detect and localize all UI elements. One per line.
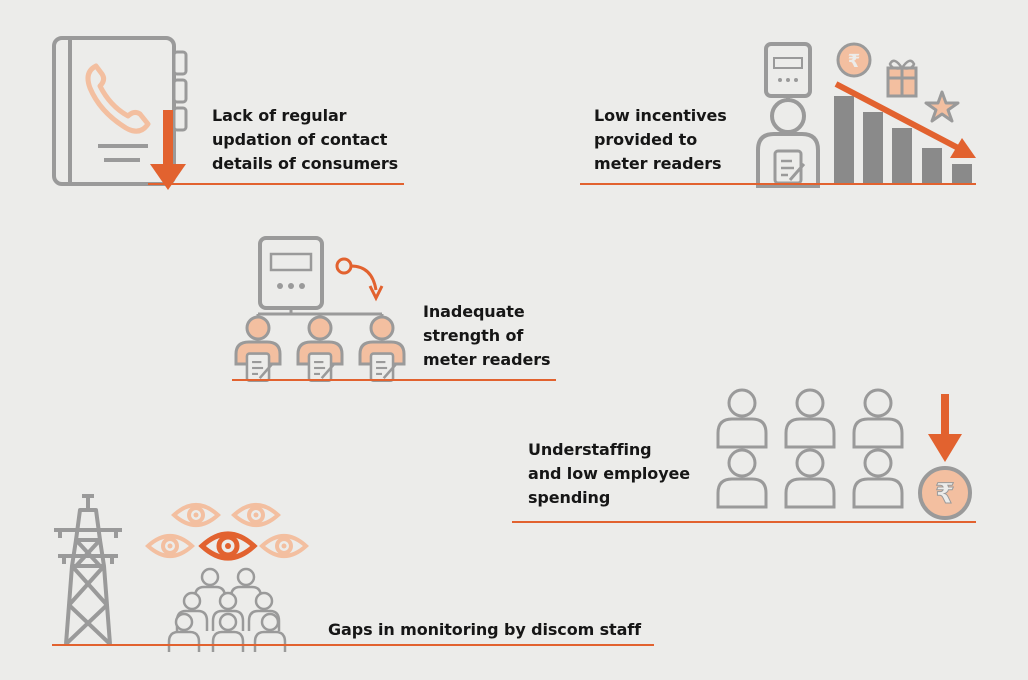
label-line: Understaffing: [528, 440, 652, 459]
tower-monitoring-icon: [54, 494, 308, 654]
factor-label-understaffing: Understaffing and low employee spending: [528, 438, 690, 510]
meter-readers-group-icon: [234, 236, 406, 383]
declining-incentives-icon: ₹: [756, 42, 976, 188]
label-line: meter readers: [594, 154, 722, 173]
label-line: Low incentives: [594, 106, 727, 125]
label-line: Gaps in monitoring by discom staff: [328, 620, 642, 639]
label-line: provided to: [594, 130, 698, 149]
label-line: meter readers: [423, 350, 551, 369]
factor-label-strength: Inadequate strength of meter readers: [423, 300, 551, 372]
factor-label-monitoring: Gaps in monitoring by discom staff: [328, 618, 641, 642]
factor-label-incentives: Low incentives provided to meter readers: [594, 104, 727, 176]
label-line: details of consumers: [212, 154, 399, 173]
label-line: Lack of regular: [212, 106, 347, 125]
label-line: updation of contact: [212, 130, 388, 149]
label-line: strength of: [423, 326, 524, 345]
factor-label-contact: Lack of regular updation of contact deta…: [212, 104, 398, 176]
label-line: Inadequate: [423, 302, 525, 321]
contact-book-icon: [52, 36, 188, 190]
label-line: spending: [528, 488, 611, 507]
label-line: and low employee: [528, 464, 691, 483]
spending-rupee-symbol: ₹: [935, 477, 954, 510]
incentive-rupee-symbol: ₹: [848, 51, 861, 72]
staff-rupee-icon: ₹: [716, 388, 972, 520]
